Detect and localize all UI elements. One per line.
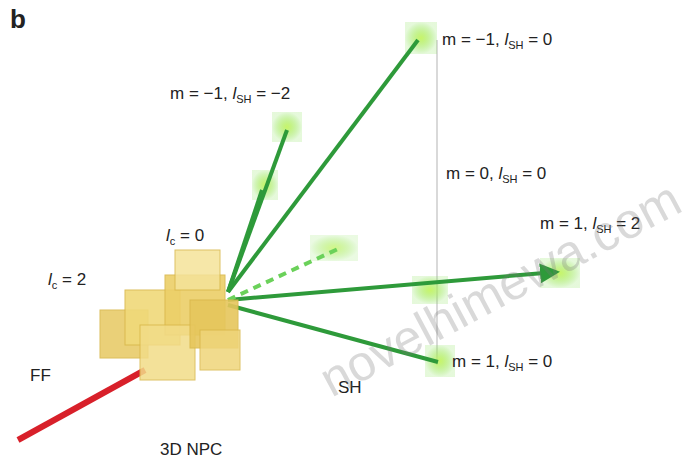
crystal-label: lc = 2 bbox=[48, 270, 86, 293]
mode-label: m = −1, lSH = 0 bbox=[442, 30, 552, 53]
mode-label: m = −1, lSH = −2 bbox=[170, 84, 290, 107]
crystal-cubes bbox=[100, 250, 240, 380]
mode-label: m = 0, lSH = 0 bbox=[446, 164, 546, 187]
crystal-name: 3D NPC bbox=[160, 440, 222, 460]
panel-letter: b bbox=[10, 4, 26, 35]
crystal-label: lc = 0 bbox=[166, 226, 204, 249]
mode-label: m = 1, lSH = 0 bbox=[452, 352, 552, 375]
beam-label: FF bbox=[30, 366, 51, 386]
